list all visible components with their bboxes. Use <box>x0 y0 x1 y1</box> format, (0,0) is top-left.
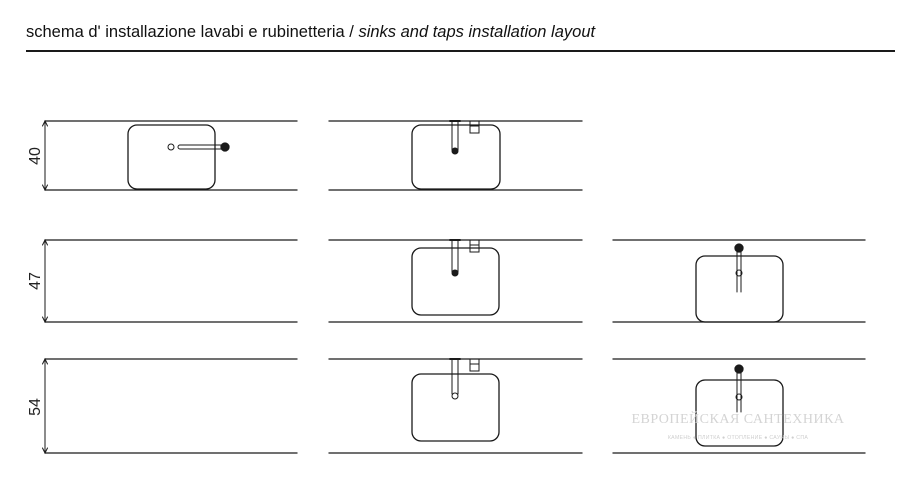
dimension-47: 47 <box>27 238 48 324</box>
layout-top-view-deck-tap <box>44 120 298 191</box>
layout-wall-tap-row-40 <box>328 120 583 191</box>
row-54: 54 <box>27 357 866 455</box>
dimension-54: 54 <box>27 357 48 455</box>
title-italian: schema d' installazione lavabi e rubinet… <box>26 23 354 41</box>
row-40: 40 <box>27 119 583 192</box>
title-english: sinks and taps installation layout <box>358 23 596 41</box>
layout-empty-row-47 <box>44 239 298 323</box>
layout-wall-tap-row-54 <box>328 358 583 454</box>
watermark-tagline: КАМЕНЬ ● ПЛИТКА ● ОТОПЛЕНИЕ ● САУНЫ ● СП… <box>668 435 808 441</box>
layout-wall-mixer-row-54 <box>612 358 866 454</box>
layout-wall-mixer-row-47 <box>612 239 866 323</box>
dimension-label-54: 54 <box>27 398 44 416</box>
dimension-label-40: 40 <box>27 147 44 165</box>
watermark: ЕВРОПЕЙСКАЯ САНТЕХНИКА КАМЕНЬ ● ПЛИТКА ●… <box>631 410 844 441</box>
dimension-40: 40 <box>27 119 48 192</box>
layout-empty-row-54 <box>44 358 298 454</box>
page-title: schema d' installazione lavabi e rubinet… <box>26 23 595 42</box>
dimension-label-47: 47 <box>27 272 44 290</box>
row-47: 47 <box>27 238 866 324</box>
title-underline <box>26 50 895 52</box>
layout-wall-tap-row-47 <box>328 239 583 323</box>
watermark-name: ЕВРОПЕЙСКАЯ САНТЕХНИКА <box>631 410 844 427</box>
